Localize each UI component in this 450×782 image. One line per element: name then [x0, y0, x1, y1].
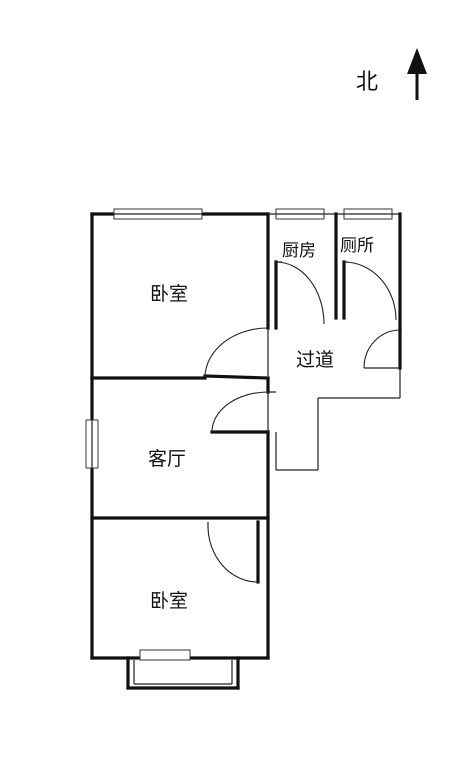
door-swing-arc [343, 261, 397, 321]
room-label-toilet: 厕所 [340, 236, 374, 256]
room-label-kitchen: 厨房 [282, 241, 316, 261]
room-label-bedroom-upper: 卧室 [150, 283, 188, 305]
door-swing-arc [363, 329, 401, 369]
doors [204, 261, 402, 584]
north-arrow-icon [407, 48, 427, 74]
north-label: 北 [356, 70, 378, 95]
balcony [126, 656, 240, 690]
door-swing-arc [211, 391, 269, 433]
room-labels: 卧室 客厅 卧室 厨房 厕所 过道 [148, 236, 374, 612]
room-label-bedroom-lower: 卧室 [150, 590, 188, 612]
window-bedroom-south [139, 649, 191, 661]
door-swing-arc [275, 261, 325, 325]
north-indicator: 北 [356, 48, 427, 100]
room-label-corridor: 过道 [296, 349, 334, 371]
windows [85, 208, 393, 661]
door-swing-arc [207, 525, 259, 583]
door-swing-arc [204, 327, 269, 377]
room-label-living: 客厅 [148, 448, 186, 470]
